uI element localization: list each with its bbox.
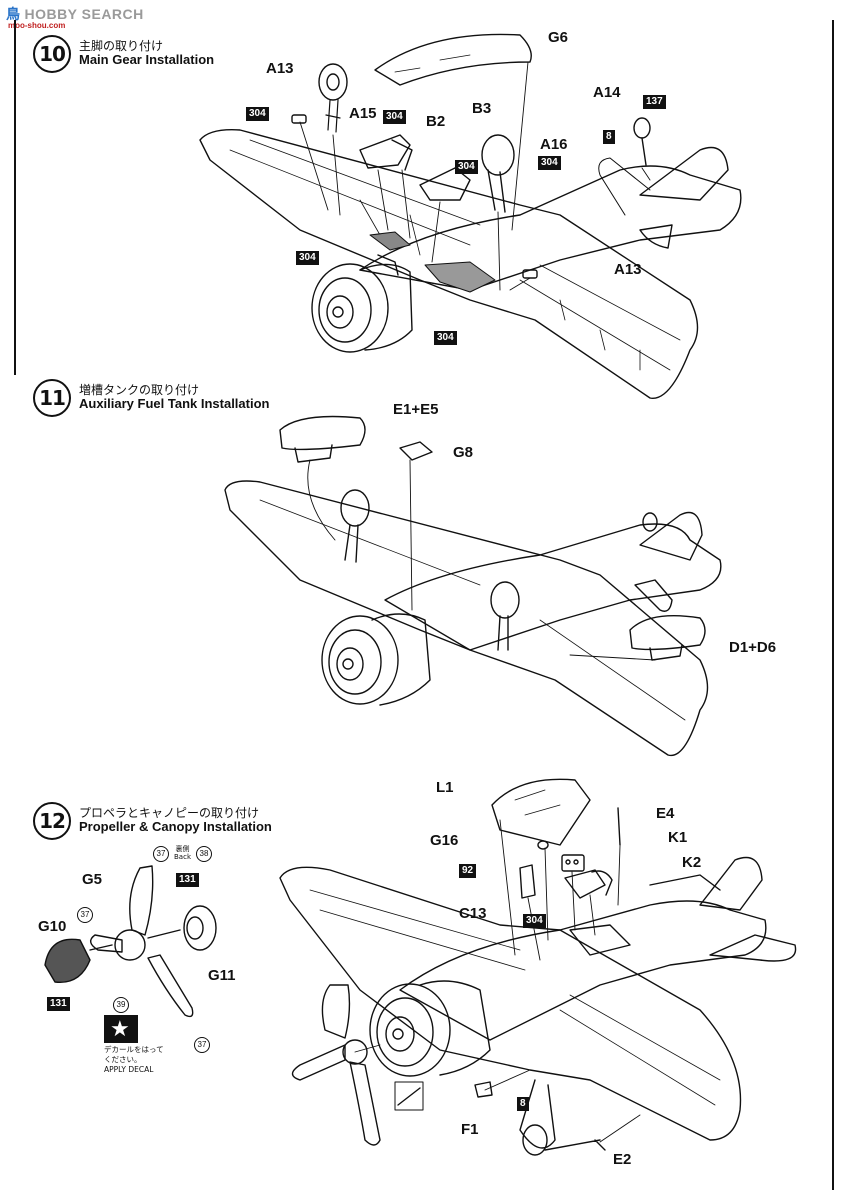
part-label: E1+E5 [393, 401, 439, 418]
color-code: 304 [434, 331, 457, 345]
step-12-aircraft [44, 778, 797, 1156]
part-label: A16 [540, 136, 568, 153]
part-label: G16 [430, 832, 459, 849]
part-label: A13 [614, 261, 642, 278]
decal-number: 39 [113, 997, 129, 1013]
back-label: 裏側 Back [174, 845, 191, 861]
step-10-aircraft [199, 33, 742, 399]
part-label: F1 [461, 1121, 479, 1138]
part-label: G10 [38, 918, 67, 935]
part-label: G6 [548, 29, 569, 46]
color-code: 131 [47, 997, 70, 1011]
watermark-sub: moo-shou.com [8, 21, 66, 30]
decal-number: 37 [77, 907, 93, 923]
color-code: 304 [246, 107, 269, 121]
step-title-en: Propeller & Canopy Installation [79, 819, 272, 834]
step-title-en: Main Gear Installation [79, 52, 215, 67]
step-title-en: Auxiliary Fuel Tank Installation [79, 396, 270, 411]
color-code: 92 [459, 864, 477, 878]
step-title-jp: 主脚の取り付け [79, 39, 164, 53]
decal-note: デカールをはって ください。 APPLY DECAL [104, 1045, 164, 1075]
step-number: 10 [33, 35, 71, 73]
step-number: 11 [33, 379, 71, 417]
part-label: G8 [453, 444, 474, 461]
part-label: B2 [426, 113, 446, 130]
part-label: C13 [459, 905, 487, 922]
part-label: K2 [682, 854, 702, 871]
color-code: 304 [538, 156, 561, 170]
step-number: 12 [33, 802, 71, 840]
back-label-jp: 裏側 [175, 845, 190, 853]
decal-note-jp2: ください。 [104, 1055, 142, 1064]
page-border-right [832, 20, 834, 1190]
color-code: 8 [603, 130, 615, 144]
color-code: 304 [455, 160, 478, 174]
page-border-left [14, 20, 16, 375]
back-label-en: Back [174, 853, 191, 861]
watermark-brand-cn: 鳥 [6, 6, 20, 22]
decal-note-jp1: デカールをはって [104, 1045, 164, 1054]
decal-note-en: APPLY DECAL [104, 1065, 154, 1074]
color-code: 304 [383, 110, 406, 124]
propeller-assembly [44, 865, 217, 1018]
part-label: D1+D6 [729, 639, 777, 656]
part-label: A13 [266, 60, 294, 77]
step-title-jp: プロペラとキャノピーの取り付け [79, 806, 260, 820]
color-code: 131 [176, 873, 199, 887]
color-code: 304 [296, 251, 319, 265]
part-label: A14 [593, 84, 621, 101]
color-code: 137 [643, 95, 666, 109]
part-label: E4 [656, 805, 675, 822]
part-label: B3 [472, 100, 492, 117]
watermark: 鳥 HOBBY SEARCH moo-shou.com [6, 4, 144, 30]
part-label: L1 [436, 779, 454, 796]
part-label: E2 [613, 1151, 632, 1168]
decal-number: 37 [194, 1037, 210, 1053]
decal-number: 37 [153, 846, 169, 862]
part-label: A15 [349, 105, 377, 122]
step-title-jp: 増槽タンクの取り付け [79, 383, 200, 397]
color-code: 304 [523, 914, 546, 928]
color-code: 8 [517, 1097, 529, 1111]
star-decal-icon: ★ [104, 1015, 138, 1043]
part-label: G11 [208, 967, 236, 984]
part-label: G5 [82, 871, 103, 888]
part-label: K1 [668, 829, 688, 846]
watermark-brand-en: HOBBY SEARCH [24, 6, 144, 22]
decal-number: 38 [196, 846, 212, 862]
step-11-aircraft [224, 415, 722, 757]
